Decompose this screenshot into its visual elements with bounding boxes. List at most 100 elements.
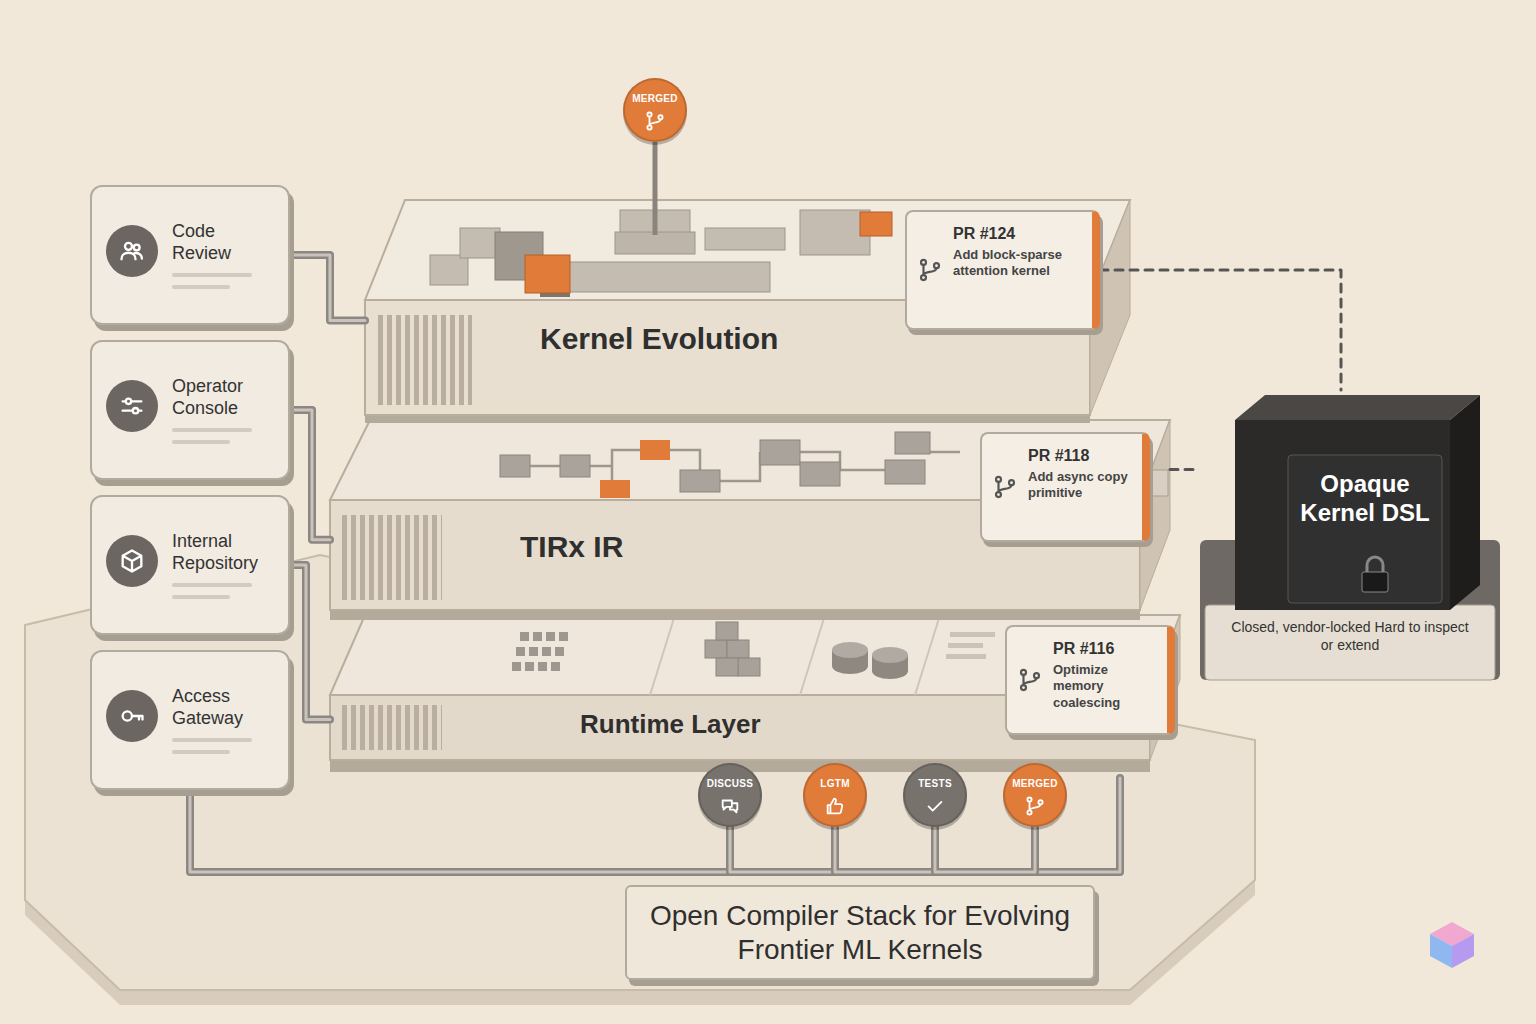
runtime-slab-part-part xyxy=(872,647,908,663)
layer-label: Kernel Evolution xyxy=(540,322,778,357)
pipe-connector xyxy=(290,410,330,540)
pin-icon-part-part xyxy=(723,801,738,813)
pin-icon xyxy=(924,795,946,817)
card-icon-part-part xyxy=(134,245,140,251)
pin-icon-part xyxy=(824,795,846,817)
watermark-cube-part xyxy=(1452,934,1474,968)
pipe-connector-part xyxy=(290,565,330,719)
diagram-title: Open Compiler Stack for Evolving Frontie… xyxy=(643,899,1077,966)
runtime-slab-part-part xyxy=(948,643,983,648)
runtime-slab-part xyxy=(342,705,442,750)
kernel-slab-part xyxy=(615,232,695,254)
pr-icon-part-part xyxy=(1024,675,1037,685)
pin-icon-part-part xyxy=(1030,802,1041,811)
pipe-connector-part xyxy=(935,827,1035,872)
closed-dsl-cube xyxy=(1200,395,1500,680)
runtime-slab-part-part xyxy=(529,647,538,656)
pipe-connector xyxy=(935,827,1035,872)
runtime-slab-part xyxy=(832,642,908,679)
placeholder-line xyxy=(172,440,230,444)
status-pin: DISCUSS xyxy=(698,763,762,827)
stack-layer: Runtime LayerPR #116Optimize memory coal… xyxy=(330,615,1180,760)
placeholder-line xyxy=(172,583,252,587)
runtime-slab-part-part xyxy=(716,658,738,676)
pull-request-card: PR #116Optimize memory coalescing xyxy=(1005,625,1175,735)
runtime-slab-part-part xyxy=(946,654,986,659)
pipe-connector xyxy=(290,255,365,320)
placeholder-line xyxy=(172,273,252,277)
stack-layer: TIRx IR PR #118Add async copy primitive xyxy=(330,420,1170,610)
pin-icon xyxy=(719,795,741,817)
pipe-connector-part xyxy=(290,410,330,540)
card-icon-part xyxy=(118,237,146,265)
card-icon-part xyxy=(118,547,146,575)
runtime-slab-part-part xyxy=(551,662,560,671)
pin-icon-part xyxy=(719,795,741,817)
card-icon-part-part xyxy=(125,243,132,250)
ir-slab-part xyxy=(640,440,670,460)
pipe-connector xyxy=(730,827,835,872)
ir-slab-part xyxy=(500,432,930,492)
card-label: Access Gateway xyxy=(172,686,278,729)
pipe-connector-part xyxy=(835,827,935,872)
layer-label: TIRx IR xyxy=(520,530,623,565)
closed-dsl-cube-part xyxy=(1288,455,1442,603)
pin-icon-part-part xyxy=(828,799,843,814)
pr-description: Add async copy primitive xyxy=(1028,469,1132,502)
pin-label: MERGED xyxy=(625,93,685,105)
pin-icon-part xyxy=(644,110,666,132)
runtime-slab-part-part xyxy=(559,632,568,641)
pr-number: PR #116 xyxy=(1053,639,1114,658)
placeholder-line xyxy=(172,595,230,599)
pr-icon xyxy=(1017,667,1043,693)
kernel-slab-part-part xyxy=(560,262,770,292)
runtime-slab-part-part xyxy=(727,640,749,658)
runtime-slab-part-part xyxy=(872,663,908,679)
kernel-slab-part-part xyxy=(430,255,468,285)
runtime-slab-part xyxy=(512,632,568,671)
pipe-connector-part xyxy=(935,827,1035,872)
runtime-slab-part-part xyxy=(516,647,525,656)
pull-request-card: PR #124Add block-sparse attention kernel xyxy=(905,210,1100,330)
pipe-connector-part xyxy=(730,827,835,872)
runtime-slab xyxy=(330,615,1180,772)
card-icon xyxy=(106,380,158,432)
runtime-slab-part-part xyxy=(716,622,738,640)
pin-icon-part xyxy=(924,795,946,817)
card-icon-part xyxy=(118,392,146,420)
pin-icon xyxy=(1024,795,1046,817)
dashed-link xyxy=(1100,270,1341,390)
watermark-cube xyxy=(1430,922,1474,968)
pr-icon-part xyxy=(992,474,1018,500)
watermark-cube-part xyxy=(1430,934,1452,968)
kernel-slab-part xyxy=(365,415,1090,423)
status-pin: LGTM xyxy=(803,763,867,827)
runtime-slab-part-part xyxy=(546,632,555,641)
status-pin: MERGED xyxy=(1003,763,1067,827)
tool-card: Operator Console xyxy=(90,340,290,480)
card-icon-part-part xyxy=(133,408,138,413)
runtime-slab-part-part xyxy=(520,632,529,641)
pipe-connector-part xyxy=(190,790,730,872)
pin-icon-part xyxy=(1024,795,1046,817)
pr-number: PR #124 xyxy=(953,224,1015,243)
pin-label: DISCUSS xyxy=(700,778,760,790)
ir-slab-part-part xyxy=(800,462,840,486)
tool-card: Internal Repository xyxy=(90,495,290,635)
pipe-connector xyxy=(835,827,935,872)
pin-label: TESTS xyxy=(905,778,965,790)
title-plaque: Open Compiler Stack for Evolving Frontie… xyxy=(625,885,1095,980)
pr-number: PR #118 xyxy=(1028,446,1089,465)
stack-layer: Kernel Evolution PR #124Add block-sparse … xyxy=(365,200,1130,415)
ir-slab-part xyxy=(530,450,960,484)
pr-icon-part xyxy=(1017,667,1043,693)
runtime-slab-part-part xyxy=(950,632,995,637)
card-icon-part-part xyxy=(126,399,131,404)
pull-request-card: PR #118Add async copy primitive xyxy=(980,432,1150,542)
card-icon-part-part xyxy=(123,711,132,720)
ir-slab-part-part xyxy=(885,460,925,484)
pr-description: Optimize memory coalescing xyxy=(1053,662,1157,711)
ir-slab-part-part xyxy=(680,470,720,492)
runtime-slab-part-part xyxy=(533,632,542,641)
